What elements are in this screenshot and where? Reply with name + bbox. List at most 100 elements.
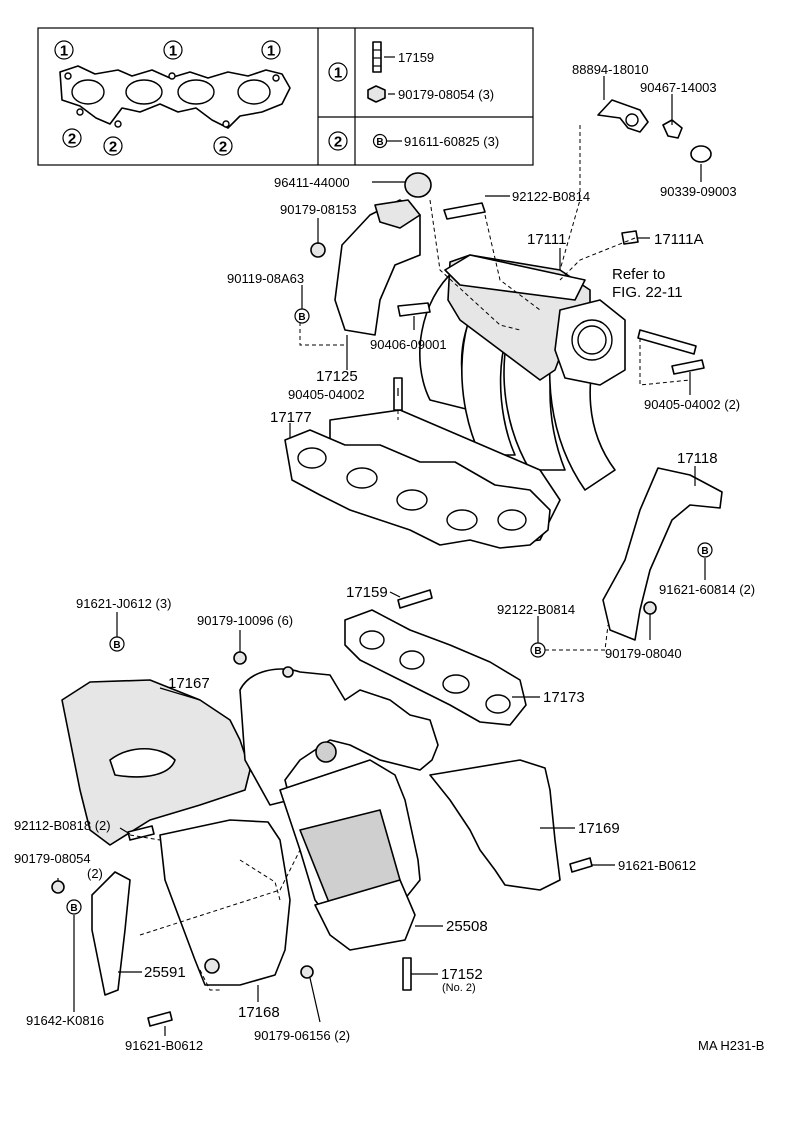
- bolt-refer-fig: [637, 329, 697, 355]
- nut-icon: [367, 85, 386, 103]
- bracket-17125: [334, 199, 421, 336]
- label-96411-44000: 96411-44000: [274, 175, 350, 190]
- svg-text:1: 1: [267, 43, 275, 60]
- stud-92112: [127, 825, 155, 841]
- label-92122-B0814-lower: 92122-B0814: [497, 602, 575, 617]
- label-90179-08054-qty: (2): [87, 866, 103, 881]
- label-17125: 17125: [316, 368, 358, 385]
- union-88894: [597, 99, 649, 133]
- label-92122-B0814-upper: 92122-B0814: [512, 189, 590, 204]
- label-90467-14003: 90467-14003: [640, 80, 717, 95]
- bolt-mark-b: B: [376, 137, 383, 148]
- svg-text:2: 2: [219, 139, 227, 156]
- label-17177: 17177: [270, 409, 312, 426]
- stud-17159-lower: [397, 589, 433, 609]
- catalytic-converter: [279, 759, 421, 951]
- stud-icon: [372, 41, 382, 73]
- exhaust-manifold: [239, 666, 439, 806]
- svg-text:B: B: [298, 312, 305, 323]
- bracket-17118: [602, 467, 723, 641]
- svg-text:1: 1: [60, 43, 68, 60]
- label-91621-B0612-right: 91621-B0612: [618, 858, 696, 873]
- part-labels: 88894-18010 90467-14003 90339-09003 9641…: [14, 62, 764, 1053]
- stud-90405-right: [671, 359, 705, 375]
- nut-90179-10096: [233, 651, 247, 665]
- label-17173: 17173: [543, 689, 585, 706]
- marker-2-right: 2: [213, 136, 233, 156]
- label-91621-J0612: 91621-J0612 (3): [76, 596, 171, 611]
- label-fig-22-11: FIG. 22-11: [612, 284, 683, 301]
- insulator-17168: [159, 819, 291, 986]
- bolt-91621-B0612-bottom: [147, 1011, 173, 1027]
- bolt-17111A: [621, 230, 639, 245]
- heat-insulator-17167: [61, 679, 251, 846]
- nut-90179-06156: [300, 965, 314, 979]
- label-90405-04002-left: 90405-04002: [288, 387, 365, 402]
- label-90406-09001: 90406-09001: [370, 337, 447, 352]
- label-17111A: 17111A: [654, 231, 704, 248]
- pin-90406: [397, 302, 431, 317]
- dashed-assembly-lines: [129, 125, 691, 991]
- label-17169: 17169: [578, 820, 620, 837]
- label-17167: 17167: [168, 675, 210, 692]
- stud-92122-upper: [443, 202, 486, 220]
- legend-part-17159: 17159: [398, 50, 434, 65]
- bracket-25591: [91, 871, 131, 996]
- leader-lines: [57, 76, 706, 1036]
- label-17111: 17111: [527, 231, 567, 248]
- marker-1-right: 1: [261, 40, 281, 60]
- label-91642-K0816: 91642-K0816: [26, 1013, 104, 1028]
- stud-17152: [402, 957, 412, 991]
- gasket-legend-drawing: [59, 65, 291, 129]
- label-17168: 17168: [238, 1004, 280, 1021]
- nut-90179-08040: [643, 601, 657, 615]
- marker-2-mid: 2: [103, 136, 123, 156]
- bolt-mark-upper-left: B: [294, 308, 310, 324]
- label-90179-08040: 90179-08040: [605, 646, 682, 661]
- gasket-17173: [344, 609, 527, 726]
- bolt-91621-B0612-right: [569, 857, 593, 873]
- nut-90179-08054-lower: [51, 880, 65, 894]
- bolt-mark-j0612: B: [109, 636, 125, 652]
- label-91621-B0612-bottom: 91621-B0612: [125, 1038, 203, 1053]
- svg-text:B: B: [701, 546, 708, 557]
- label-90179-08054-lower: 90179-08054: [14, 851, 91, 866]
- label-90339-09003: 90339-09003: [660, 184, 737, 199]
- legend-part-91611-60825: 91611-60825 (3): [404, 134, 499, 149]
- cap-90339: [690, 145, 712, 163]
- label-91621-60814: 91621-60814 (2): [659, 582, 755, 597]
- marker-1-mid: 1: [163, 40, 183, 60]
- label-25591: 25591: [144, 964, 186, 981]
- figure-code: MA H231-B: [698, 1038, 764, 1053]
- svg-text:2: 2: [334, 134, 342, 151]
- marker-2-left: 2: [62, 128, 82, 148]
- label-17159-lower: 17159: [346, 584, 388, 601]
- legend-row-2: 2 B 91611-60825 (3): [328, 131, 499, 151]
- label-17152-note: (No. 2): [442, 982, 476, 994]
- label-90179-06156: 90179-06156 (2): [254, 1028, 350, 1043]
- bolt-mark-92122: B: [530, 642, 546, 658]
- svg-text:B: B: [113, 640, 120, 651]
- clamp-90467: [662, 119, 683, 139]
- legend-box: 1 1 1 2 2 2 1: [37, 27, 534, 166]
- svg-text:1: 1: [334, 65, 342, 82]
- label-90179-08153: 90179-08153: [280, 202, 357, 217]
- legend-row-1: 1 17159 90179-08054 (3): [328, 41, 494, 103]
- marker-1-left: 1: [54, 40, 74, 60]
- svg-text:1: 1: [169, 43, 177, 60]
- plug-96411: [404, 172, 432, 198]
- label-88894-18010: 88894-18010: [572, 62, 649, 77]
- label-90179-10096: 90179-10096 (6): [197, 613, 293, 628]
- gasket-17177: [284, 429, 551, 549]
- label-90119-08A63: 90119-08A63: [227, 271, 304, 286]
- svg-text:2: 2: [109, 139, 117, 156]
- label-refer-to: Refer to: [612, 266, 665, 283]
- insulator-17169: [429, 759, 561, 891]
- legend-part-90179-08054: 90179-08054 (3): [398, 87, 494, 102]
- bolt-mark-17118: B: [697, 542, 713, 558]
- label-90405-04002-right: 90405-04002 (2): [644, 397, 740, 412]
- label-17118: 17118: [677, 450, 718, 467]
- nut-90179-08153: [310, 242, 326, 258]
- svg-text:2: 2: [68, 131, 76, 148]
